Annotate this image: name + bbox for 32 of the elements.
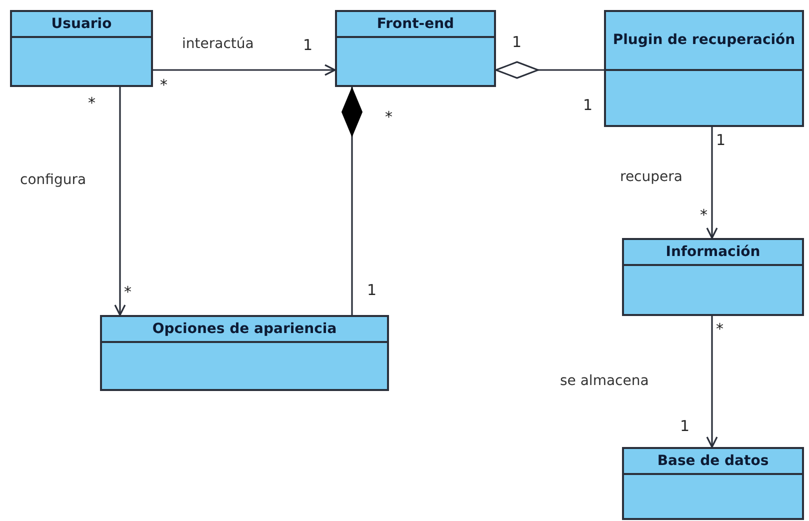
arrow xyxy=(706,316,718,448)
association-line xyxy=(495,61,604,79)
multiplicity: * xyxy=(88,96,96,111)
edge-label: recupera xyxy=(620,170,682,186)
arrow xyxy=(706,127,718,239)
class-name: Información xyxy=(666,244,760,260)
multiplicity: 1 xyxy=(583,98,593,113)
arrow xyxy=(114,87,126,316)
class-name: Usuario xyxy=(51,16,112,32)
class-box xyxy=(622,238,804,316)
multiplicity: 1 xyxy=(512,35,522,50)
association-line xyxy=(342,87,362,315)
multiplicity: 1 xyxy=(367,283,377,298)
class-box xyxy=(10,10,153,87)
multiplicity: * xyxy=(700,208,708,223)
multiplicity: * xyxy=(160,78,168,93)
class-name: Opciones de apariencia xyxy=(152,320,337,338)
multiplicity: * xyxy=(385,110,392,125)
edge-label: configura xyxy=(20,173,86,188)
class-box xyxy=(604,10,804,127)
multiplicity: * xyxy=(716,322,724,337)
class-box xyxy=(335,10,496,87)
multiplicity: 1 xyxy=(303,38,313,53)
multiplicity: 1 xyxy=(716,133,726,148)
multiplicity: 1 xyxy=(680,419,690,434)
class-box xyxy=(100,315,389,391)
class-name: Plugin de recuperación xyxy=(612,32,796,49)
class-box xyxy=(622,447,804,520)
multiplicity: * xyxy=(124,285,132,300)
arrow xyxy=(153,64,336,76)
class-name: Front-end xyxy=(376,16,454,32)
class-name: Base de datos xyxy=(657,452,769,470)
